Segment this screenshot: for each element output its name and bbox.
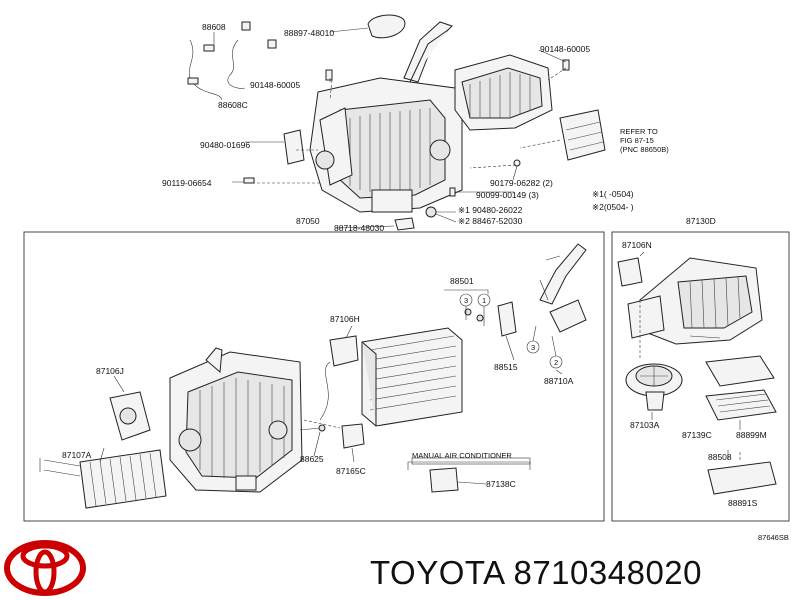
callout-3: 3 xyxy=(464,296,468,305)
toyota-logo xyxy=(4,540,86,596)
bracket-90480 xyxy=(283,129,305,165)
label-88718: 88718-48030 xyxy=(334,223,384,233)
label-87130d: 87130D xyxy=(686,216,716,226)
label-87138c: 87138C xyxy=(486,479,516,489)
label-88899m: 88899M xyxy=(736,430,767,440)
blower-case-87130d xyxy=(627,257,763,345)
callout-4: 3 xyxy=(531,343,535,352)
label-87106n: 87106N xyxy=(622,240,652,250)
label-87165c: 87165C xyxy=(336,466,366,476)
label-90480b: ※1 90480-26022 xyxy=(458,205,523,215)
label-87050: 87050 xyxy=(296,216,320,226)
wire-harness-88608c xyxy=(227,21,277,89)
label-90179: 90179-06282 (2) xyxy=(490,178,553,188)
callout-2: 2 xyxy=(554,358,558,367)
label-88710a: 88710A xyxy=(544,376,574,386)
label-88515: 88515 xyxy=(494,362,518,372)
label-refer-1: REFER TO xyxy=(620,127,658,136)
servo-motor-87106n xyxy=(617,257,643,287)
label-88897: 88897-48010 xyxy=(284,28,334,38)
heater-case-main xyxy=(169,347,303,493)
wire-harness-88608 xyxy=(187,39,223,101)
filter-88899m xyxy=(705,389,777,421)
brand-part-number: TOYOTA 8710348020 xyxy=(370,554,703,591)
main-assembly-frame xyxy=(23,231,605,522)
label-88501: 88501 xyxy=(450,276,474,286)
evaporator-88501 xyxy=(361,327,463,427)
label-88608: 88608 xyxy=(202,22,226,32)
filter-87139c xyxy=(705,355,775,387)
label-90480: 90480-01696 xyxy=(200,140,250,150)
connector-88718 xyxy=(394,217,415,231)
cover-88891s xyxy=(707,461,777,495)
label-87106h: 87106H xyxy=(330,314,360,324)
bolt-90148b xyxy=(562,59,570,71)
callout-1: 1 xyxy=(482,296,486,305)
manual-ac-bracket-line xyxy=(407,461,531,470)
switch-87138c xyxy=(429,467,459,493)
blower-assembly-frame xyxy=(611,231,790,522)
servo-motor-87106j xyxy=(109,391,151,441)
drawing-id: 87646SB xyxy=(758,533,789,542)
gasket-88897 xyxy=(367,14,406,39)
grommet-90480b xyxy=(425,206,437,218)
screw-90099 xyxy=(449,187,456,197)
bolt-90148a xyxy=(325,69,333,81)
label-90099: 90099-00149 (3) xyxy=(476,190,539,200)
label-note-1: ※1( -0504) xyxy=(592,189,634,199)
label-refer-3: (PNC 88650B) xyxy=(620,145,669,154)
heater-unit-top xyxy=(309,21,606,213)
sensor-87165c xyxy=(341,423,365,449)
label-88467: ※2 88467-52030 xyxy=(458,216,523,226)
label-88608c: 88608C xyxy=(218,100,248,110)
expansion-valve-88515 xyxy=(464,301,517,337)
label-manual-ac: MANUAL AIR CONDITIONER xyxy=(412,451,512,460)
label-87106j: 87106J xyxy=(96,366,124,376)
manual-ac-bracket xyxy=(411,457,531,465)
label-88625: 88625 xyxy=(300,454,324,464)
label-90119: 90119-06654 xyxy=(162,178,212,188)
thermistor-88625 xyxy=(299,424,326,432)
screw-90119 xyxy=(243,177,255,184)
label-87103a: 87103A xyxy=(630,420,660,430)
label-87139c: 87139C xyxy=(682,430,712,440)
cover-88508 xyxy=(715,393,771,413)
servo-motor-87106h xyxy=(319,335,359,421)
label-refer-2: FIG 87-15 xyxy=(620,136,654,145)
label-88891s: 88891S xyxy=(728,498,758,508)
label-90148a: 90148-60005 xyxy=(250,80,300,90)
label-88508: 88508 xyxy=(708,452,732,462)
heater-core-87107a xyxy=(39,449,167,509)
label-87107a: 87107A xyxy=(62,450,92,460)
part-labels: 88608 88608C 88897-48010 90148-60005 901… xyxy=(62,22,789,542)
label-90148b: 90148-60005 xyxy=(540,44,590,54)
label-note-2: ※2(0504- ) xyxy=(592,202,634,212)
blower-motor-87103a xyxy=(625,363,683,411)
ac-tubes-88710a xyxy=(539,243,587,333)
